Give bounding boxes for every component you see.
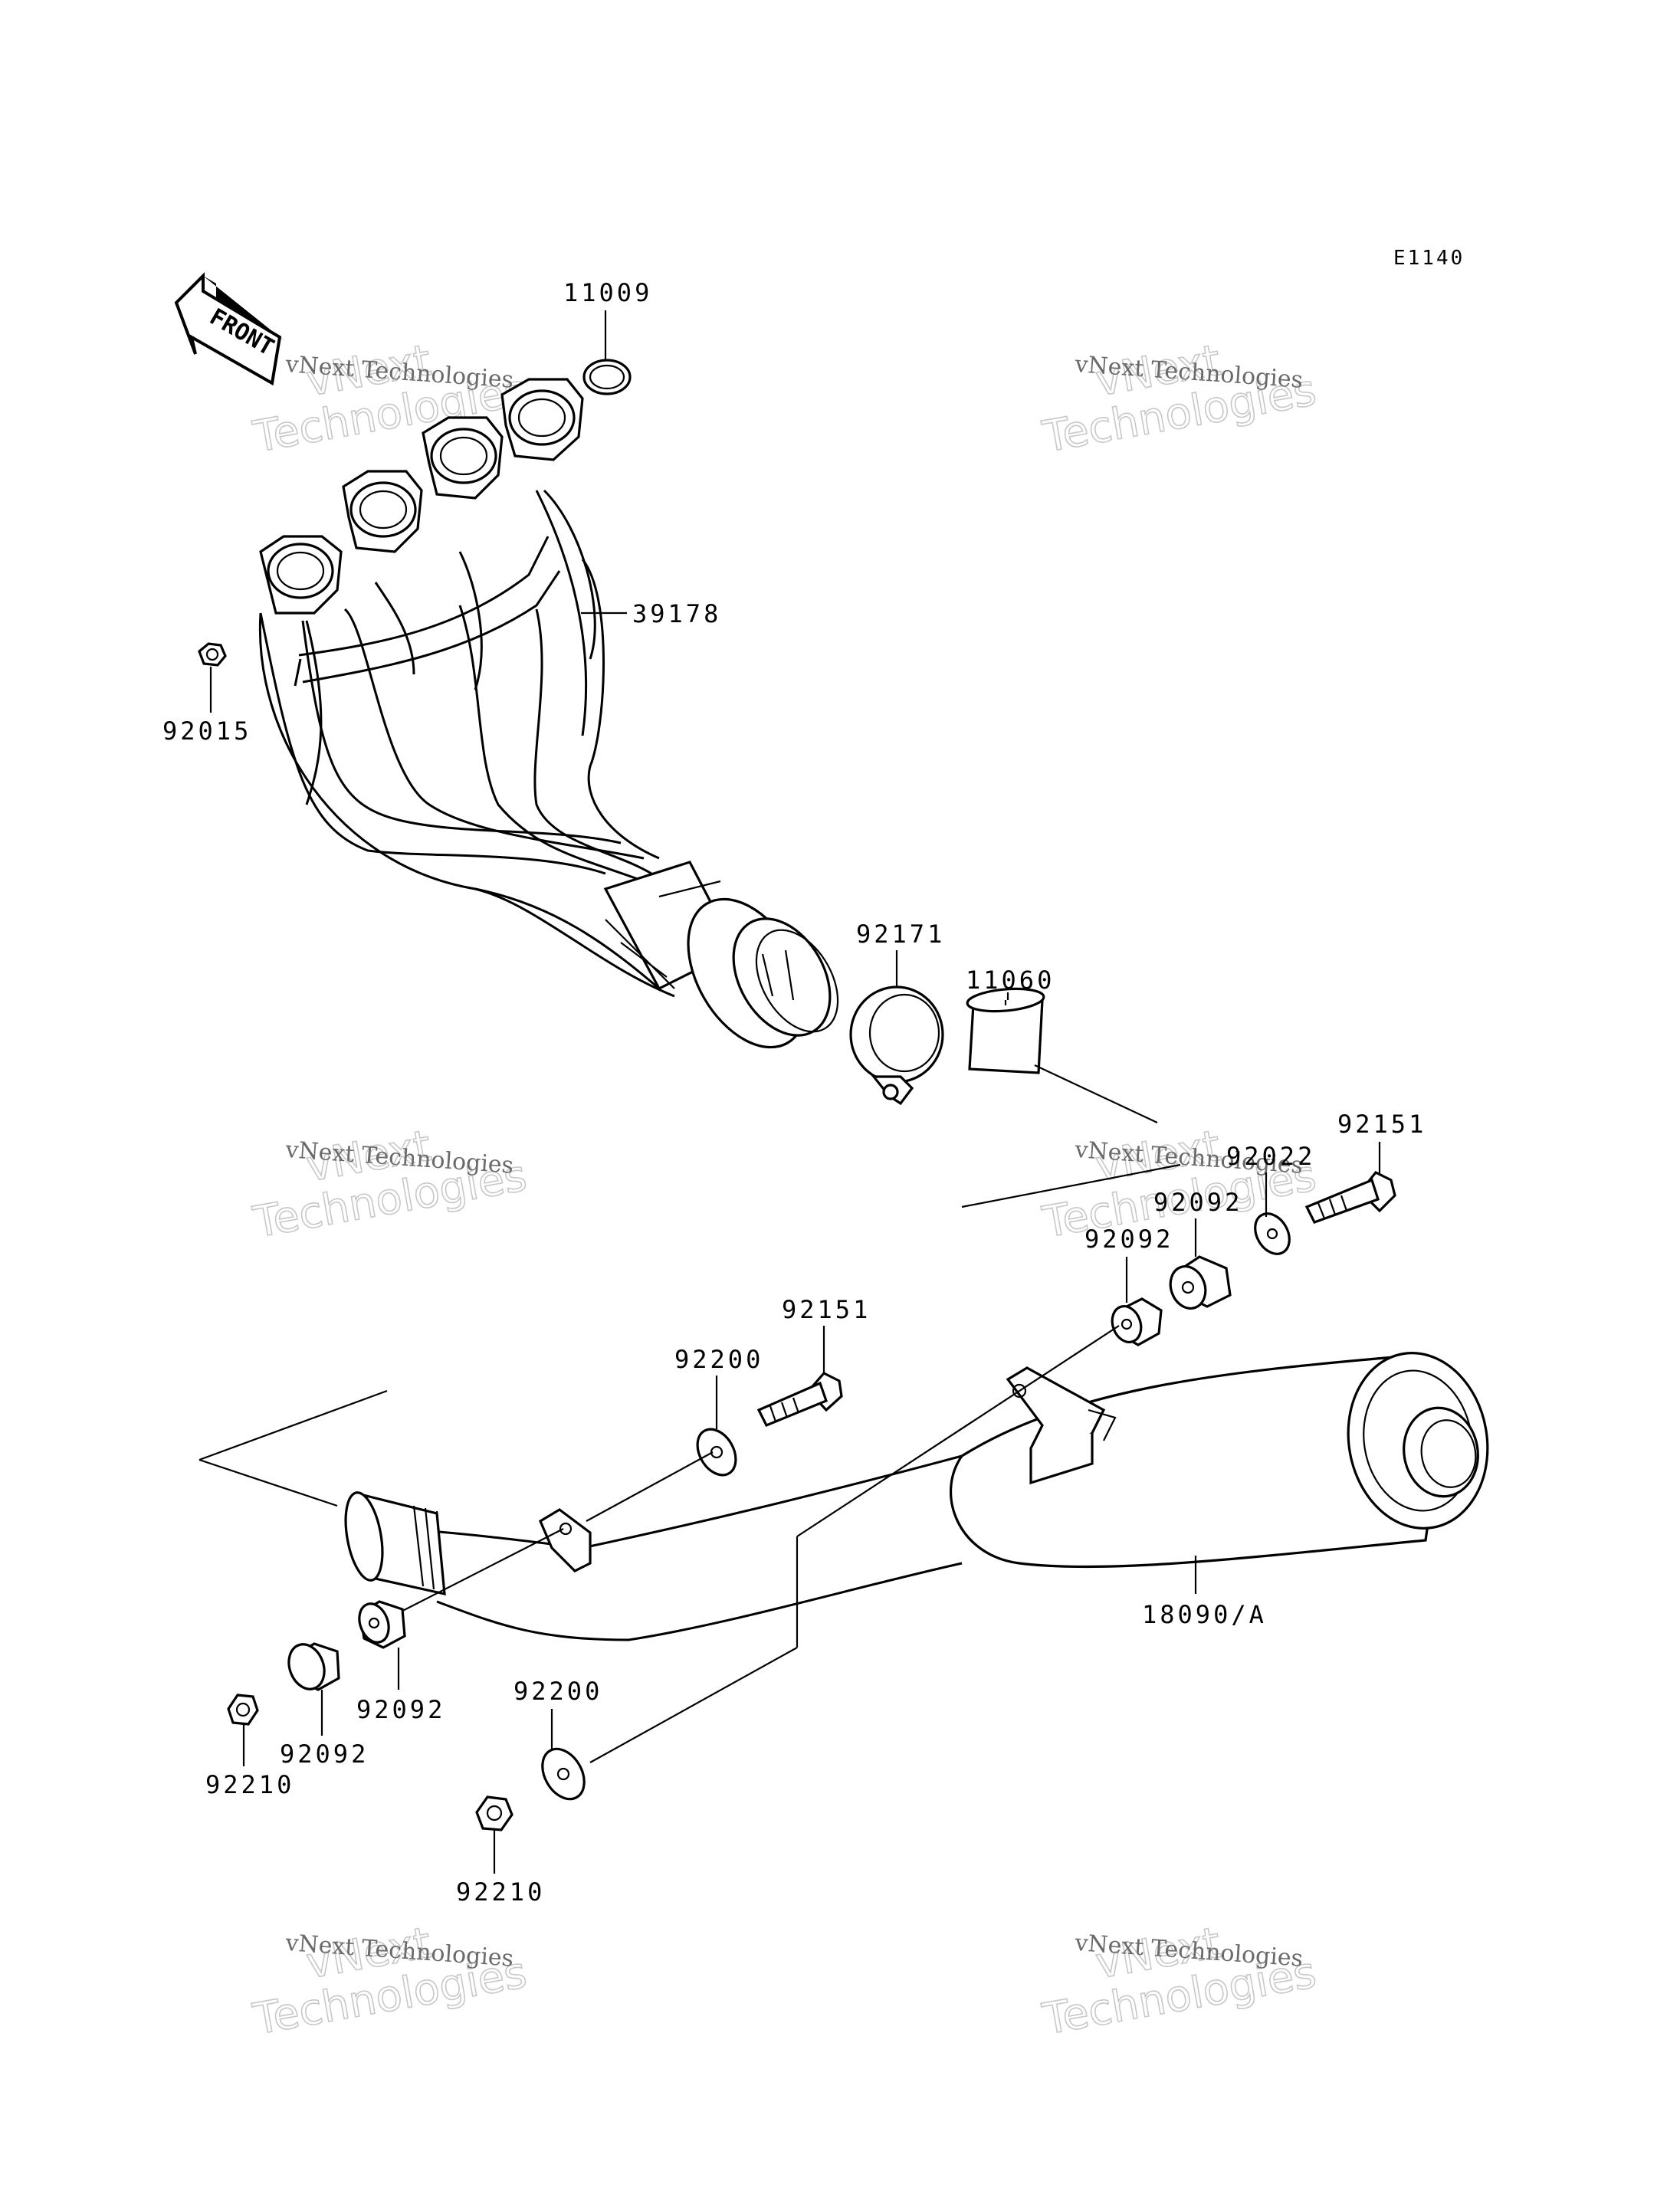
nut-92210-left (227, 1694, 259, 1726)
gasket-11009 (582, 359, 632, 395)
watermark-bottom-left: vNext Technologies vNext Technologies (249, 1917, 531, 2045)
label-92200-top: 92200 (674, 1345, 763, 1374)
exhaust-header-pipe (258, 489, 839, 1049)
grommet-92092-right-top (1169, 1255, 1232, 1310)
label-11060: 11060 (966, 966, 1055, 995)
washer-92022 (1254, 1212, 1291, 1255)
grommet-92092-left-b (287, 1642, 340, 1691)
label-92200-bottom: 92200 (514, 1677, 602, 1706)
label-92092-right-top: 92092 (1153, 1188, 1242, 1217)
label-92092-right-mid: 92092 (1084, 1225, 1173, 1254)
label-92092-left-b: 92092 (280, 1740, 369, 1769)
header-flange-3 (422, 416, 504, 500)
nut-92015 (198, 642, 227, 667)
label-11009: 11009 (563, 278, 652, 307)
label-92210-left: 92210 (205, 1770, 294, 1799)
front-arrow-icon: FRONT (174, 272, 285, 386)
label-92210-bottom: 92210 (456, 1877, 545, 1907)
nut-92210-bottom (475, 1795, 514, 1831)
label-39178: 39178 (632, 599, 721, 628)
sleeve-11060 (966, 987, 1045, 1074)
label-92092-left-a: 92092 (356, 1695, 445, 1724)
diagram-ref-code: E1140 (1393, 247, 1465, 270)
muffler-18090 (344, 1352, 1489, 1641)
label-92151-right: 92151 (1337, 1110, 1426, 1139)
washer-92200-top (696, 1428, 737, 1477)
washer-92200-bottom (541, 1747, 586, 1801)
grommet-92092-right-mid (1111, 1297, 1163, 1346)
label-18090: 18090/A (1142, 1600, 1267, 1629)
watermark-mid-left: vNext Technologies vNext Technologies (249, 1120, 531, 1248)
header-flange-1 (259, 535, 343, 615)
label-92022: 92022 (1226, 1142, 1315, 1171)
label-92015: 92015 (162, 716, 251, 746)
header-flange-4 (500, 378, 584, 461)
watermark-top-right: vNext Technologies vNext Technologies (1039, 335, 1321, 463)
label-92171: 92171 (856, 920, 945, 949)
grommet-92092-left-a (358, 1600, 406, 1649)
clamp-92171 (849, 985, 944, 1106)
bolt-92151-right (1304, 1170, 1396, 1224)
header-flange-2 (342, 470, 423, 553)
bolt-92151-center (756, 1372, 843, 1428)
watermark-bottom-right: vNext Technologies vNext Technologies (1039, 1917, 1321, 2045)
label-92151-center: 92151 (782, 1295, 871, 1324)
